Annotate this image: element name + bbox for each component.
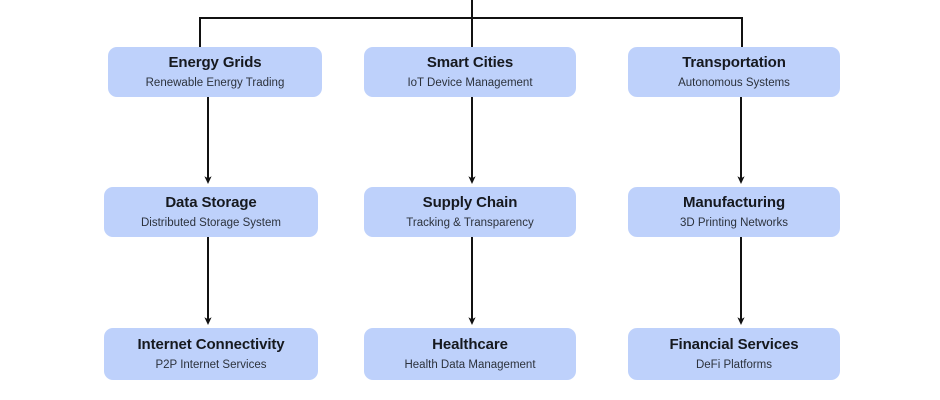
node-title: Data Storage xyxy=(165,194,257,211)
node-subtitle: IoT Device Management xyxy=(407,77,533,89)
root-connector-group xyxy=(199,0,743,47)
node-title: Energy Grids xyxy=(168,54,262,71)
node-energy-grids[interactable]: Energy Grids Renewable Energy Trading xyxy=(108,47,322,97)
node-financial-services[interactable]: Financial Services DeFi Platforms xyxy=(628,328,840,380)
node-subtitle: Tracking & Transparency xyxy=(406,217,534,229)
node-smart-cities[interactable]: Smart Cities IoT Device Management xyxy=(364,47,576,97)
node-subtitle: DeFi Platforms xyxy=(695,359,773,371)
node-title: Financial Services xyxy=(669,336,799,353)
node-subtitle: Renewable Energy Trading xyxy=(145,77,285,89)
node-subtitle: Health Data Management xyxy=(404,359,536,371)
node-title: Smart Cities xyxy=(426,54,514,71)
node-subtitle: 3D Printing Networks xyxy=(679,217,788,229)
node-title: Transportation xyxy=(682,54,786,71)
node-subtitle: P2P Internet Services xyxy=(155,359,267,371)
node-transportation[interactable]: Transportation Autonomous Systems xyxy=(628,47,840,97)
node-subtitle: Autonomous Systems xyxy=(678,77,790,89)
node-title: Internet Connectivity xyxy=(137,336,285,353)
node-title: Supply Chain xyxy=(422,194,518,211)
node-healthcare[interactable]: Healthcare Health Data Management xyxy=(364,328,576,380)
node-subtitle: Distributed Storage System xyxy=(141,217,281,229)
node-data-storage[interactable]: Data Storage Distributed Storage System xyxy=(104,187,318,237)
node-title: Healthcare xyxy=(432,336,508,353)
node-manufacturing[interactable]: Manufacturing 3D Printing Networks xyxy=(628,187,840,237)
node-title: Manufacturing xyxy=(682,194,786,211)
node-supply-chain[interactable]: Supply Chain Tracking & Transparency xyxy=(364,187,576,237)
node-internet-connectivity[interactable]: Internet Connectivity P2P Internet Servi… xyxy=(104,328,318,380)
